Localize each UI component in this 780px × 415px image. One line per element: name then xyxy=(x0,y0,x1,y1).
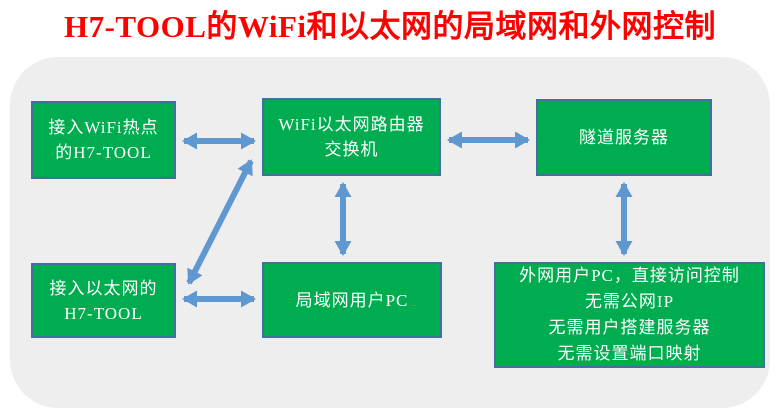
node-router-switch: WiFi以太网路由器 交换机 xyxy=(262,98,441,176)
node-label-line: WiFi以太网路由器 xyxy=(278,115,425,134)
node-label-line: 接入以太网的 xyxy=(49,278,158,298)
node-label-line: 无需用户搭建服务器 xyxy=(548,318,711,337)
node-wan-user-pc: 外网用户PC，直接访问控制 无需公网IP 无需用户搭建服务器 无需设置端口映射 xyxy=(494,262,765,368)
diagram-title: H7-TOOL的WiFi和以太网的局域网和外网控制 xyxy=(63,9,717,44)
node-label-line: 无需设置端口映射 xyxy=(557,344,702,363)
node-ethernet-h7tool: 接入以太网的 H7-TOOL xyxy=(31,263,176,338)
node-wifi-h7tool: 接入WiFi热点 的H7-TOOL xyxy=(31,101,176,179)
node-tunnel-server: 隧道服务器 xyxy=(536,99,712,176)
node-label-line: 外网用户PC，直接访问控制 xyxy=(519,266,740,285)
node-lan-user-pc: 局域网用户PC xyxy=(262,262,442,338)
node-label-line: H7-TOOL xyxy=(64,303,143,323)
node-label-line: 交换机 xyxy=(324,140,379,159)
node-label-line: 无需公网IP xyxy=(584,292,675,311)
node-label-line: 隧道服务器 xyxy=(579,128,669,147)
node-label-line: 的H7-TOOL xyxy=(55,143,152,162)
node-label-line: 局域网用户PC xyxy=(295,290,409,310)
node-label-line: 接入WiFi热点 xyxy=(48,118,159,137)
